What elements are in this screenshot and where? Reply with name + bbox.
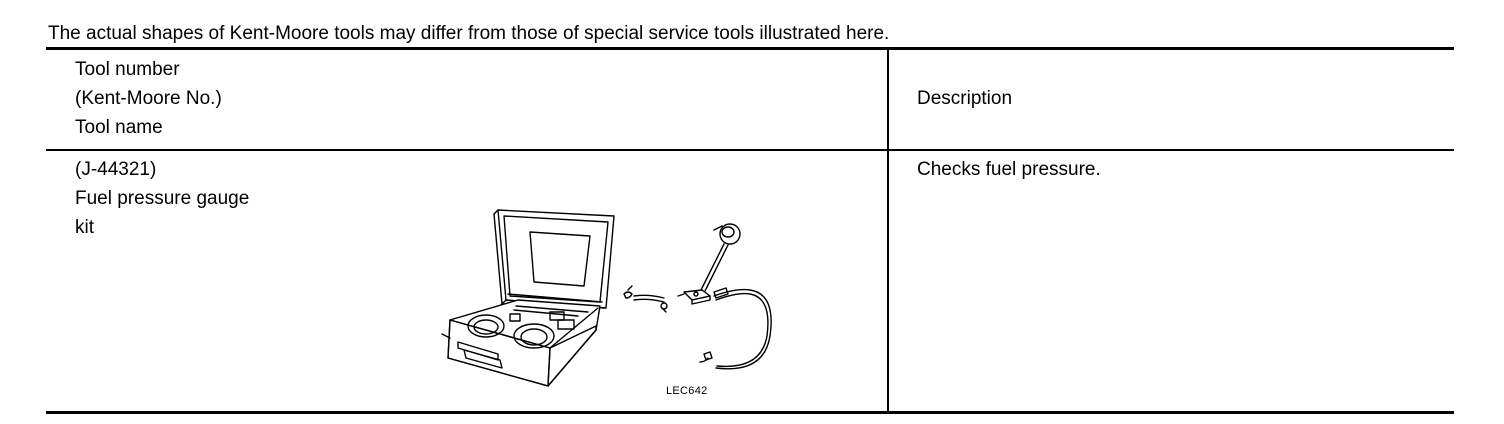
header-tool-column: Tool number (Kent-Moore No.) Tool name [75,55,222,142]
column-divider [887,48,889,412]
tool-name-line-2: kit [75,217,94,238]
table-top-rule [46,47,1454,50]
header-tool-name: Tool name [75,117,163,138]
table-bottom-rule [46,411,1454,414]
table-row-tool: (J-44321) Fuel pressure gauge kit [75,155,249,242]
header-kent-moore-no: (Kent-Moore No.) [75,88,222,109]
illustration-code: LEC642 [666,385,708,397]
fuel-pressure-gauge-kit-illustration [441,209,772,387]
header-description: Description [917,88,1013,109]
tool-name-line-1: Fuel pressure gauge [75,188,250,209]
tool-number: (J-44321) [75,159,157,180]
header-separator [46,149,1454,151]
tool-description: Checks fuel pressure. [917,159,1101,180]
header-tool-number: Tool number [75,59,180,80]
page-note: The actual shapes of Kent-Moore tools ma… [48,23,890,44]
